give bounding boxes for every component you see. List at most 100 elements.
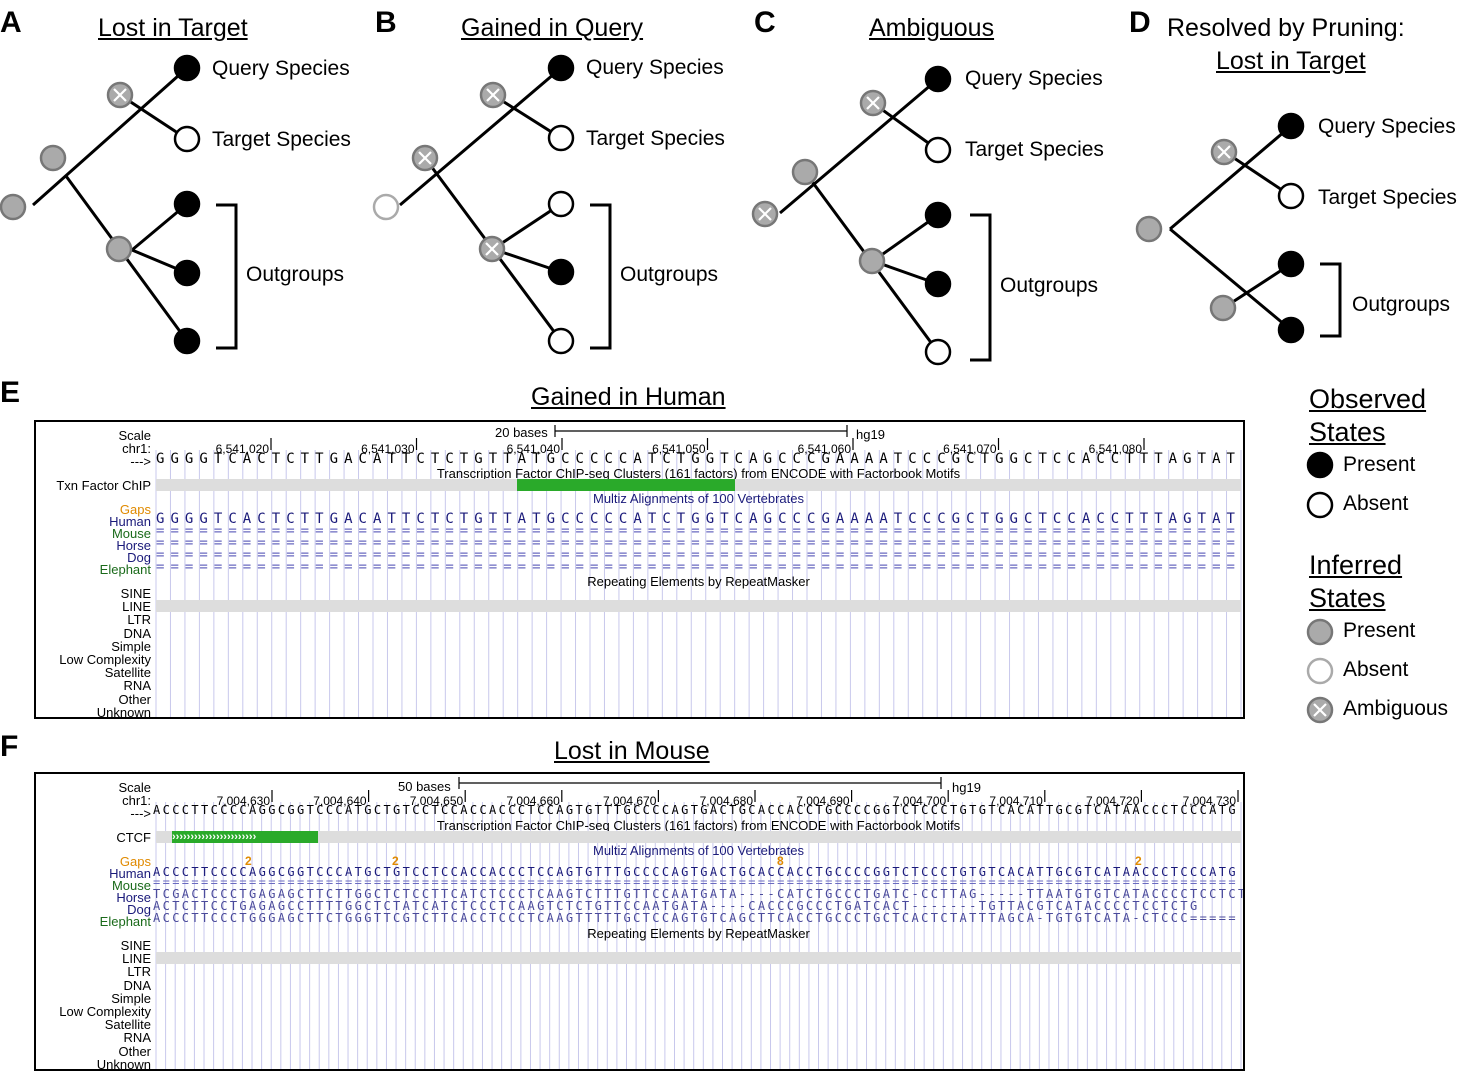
repeat-class-label: SINE <box>120 938 151 953</box>
outgroups-label: Outgroups <box>246 263 345 286</box>
legend-observed-present: Present <box>1343 453 1416 476</box>
scale-text: 20 bases <box>495 425 548 440</box>
repeat-class-label: Satellite <box>104 665 151 681</box>
query-species-label: Query Species <box>965 67 1103 90</box>
multiz-track-title[interactable]: Multiz Alignments of 100 Vertebrates <box>592 843 804 858</box>
strand-arrow: ---> <box>130 806 151 821</box>
inferred-present-node <box>791 158 819 186</box>
legend-inferred-title: States <box>1309 583 1386 613</box>
dog-alignment: ACTCTTCCTGAGAGCCTTTTGGCTCTATCATCTCCCTCAA… <box>153 899 1200 913</box>
observed-absent-node <box>547 124 575 152</box>
scale-text: 50 bases <box>398 779 451 794</box>
tfbs-track-bar[interactable] <box>156 831 1241 843</box>
outgroups-label: Outgroups <box>620 263 719 286</box>
panel-title: Gained in Human <box>531 383 726 411</box>
observed-present-node <box>173 54 201 82</box>
inferred-present-node <box>0 193 27 221</box>
tfbs-cluster-feature[interactable] <box>517 479 735 491</box>
panel-title: Lost in Mouse <box>554 737 710 765</box>
repeat-class-label: Simple <box>111 638 151 654</box>
gap-count: 2 <box>245 854 252 868</box>
strand-arrow: ---> <box>130 454 151 469</box>
position-label: 7,004,700 <box>892 794 947 808</box>
gap-count: 2 <box>392 854 399 868</box>
panel-letter: F <box>0 730 19 763</box>
observed-absent-node <box>173 125 201 153</box>
elephant-alignment: ACCCTTCCCTGGGAGCTTCTGGGTTCGTCTTCACCTCCCT… <box>153 911 1238 925</box>
dog-label: Dog <box>127 902 151 917</box>
position-label: 6,541,040 <box>506 442 560 456</box>
observed-present-node <box>173 327 201 355</box>
legend-observed-absent-icon <box>1306 491 1334 519</box>
target-species-label: Target Species <box>1318 186 1457 209</box>
repeat-class-label: LTR <box>127 612 151 628</box>
repeat-class-label: Unknown <box>96 1056 151 1071</box>
grid-lines <box>155 425 1242 717</box>
observed-present-node <box>547 54 575 82</box>
legend-observed-absent: Absent <box>1343 492 1409 515</box>
gap-count: 2 <box>1135 854 1142 868</box>
legend-observed-title: States <box>1309 417 1386 447</box>
position-label: 6,541,060 <box>797 442 851 456</box>
observed-absent-node <box>547 190 575 218</box>
observed-present-node <box>173 259 201 287</box>
repeat-class-label: Unknown <box>96 704 151 719</box>
tree-a <box>32 66 238 350</box>
observed-present-node <box>924 65 952 93</box>
observed-absent-node <box>547 327 575 355</box>
repeat-class-label: DNA <box>123 977 151 993</box>
panel-title: Gained in Query <box>461 14 644 42</box>
scale-bar <box>554 425 848 437</box>
observed-present-node <box>547 258 575 286</box>
human-label: Human <box>109 866 151 881</box>
horse-alignment: ========================================… <box>156 535 1241 551</box>
observed-present-node <box>1277 316 1305 344</box>
panel-letter: C <box>754 6 776 39</box>
panel-subtitle: Resolved by Pruning: <box>1167 14 1405 42</box>
gap-count: 8 <box>777 854 784 868</box>
line-repeat-bar[interactable] <box>156 952 1241 964</box>
query-species-label: Query Species <box>1318 115 1456 138</box>
repeat-class-label: Satellite <box>104 1017 151 1033</box>
tree-c <box>779 77 992 362</box>
chr-label: chr1: <box>122 441 151 456</box>
target-species-label: Target Species <box>965 138 1104 161</box>
panel-title: Ambiguous <box>869 14 995 42</box>
position-label: 7,004,660 <box>506 794 560 808</box>
position-label: 7,004,690 <box>796 794 850 808</box>
inferred-present-node <box>1135 215 1163 243</box>
scale-label: Scale <box>118 780 151 795</box>
tfbs-track-title[interactable]: Transcription Factor ChIP-seq Clusters (… <box>436 818 961 833</box>
repeat-class-label: Low Complexity <box>59 652 151 667</box>
repeatmasker-track-title[interactable]: Repeating Elements by RepeatMasker <box>587 926 810 941</box>
repeat-class-label: RNA <box>123 1030 151 1046</box>
phylogeny-trees <box>0 54 1342 366</box>
ctcf-feature[interactable]: ››››››››››››››››››››››› <box>172 831 318 843</box>
position-label: 6,541,070 <box>943 442 997 456</box>
legend-observed-present-icon <box>1306 451 1334 479</box>
chr-label: chr1: <box>122 793 151 808</box>
tree-d-nodes <box>1135 112 1305 344</box>
tfbs-track-title[interactable]: Transcription Factor ChIP-seq Clusters (… <box>436 466 961 481</box>
tree-b-nodes <box>372 54 575 355</box>
inferred-present-node <box>105 235 133 263</box>
observed-present-node <box>1277 112 1305 140</box>
multiz-track-title[interactable]: Multiz Alignments of 100 Vertebrates <box>592 491 804 506</box>
position-label: 6,541,050 <box>652 442 706 456</box>
observed-absent-node <box>1277 182 1305 210</box>
repeatmasker-track-title[interactable]: Repeating Elements by RepeatMasker <box>587 574 810 589</box>
line-repeat-bar[interactable] <box>156 600 1241 612</box>
panel-letter: A <box>0 6 22 39</box>
repeat-class-label: LINE <box>122 599 151 615</box>
grid-lines <box>155 777 1242 1069</box>
position-label: 7,004,730 <box>1182 794 1236 808</box>
tfbs-track-label[interactable]: CTCF <box>116 830 151 845</box>
panel-letter: B <box>375 6 397 39</box>
tree-d <box>1169 124 1342 338</box>
outgroups-label: Outgroups <box>1352 293 1451 316</box>
tfbs-track-label[interactable]: Txn Factor ChIP <box>56 478 151 493</box>
elephant-label: Elephant <box>99 562 151 577</box>
observed-absent-node <box>924 338 952 366</box>
query-species-label: Query Species <box>212 57 350 80</box>
reference-sequence: GGGGTCACTCTTGACATTCTCTGTTATGCCCCCATCTGGT… <box>156 451 1241 467</box>
